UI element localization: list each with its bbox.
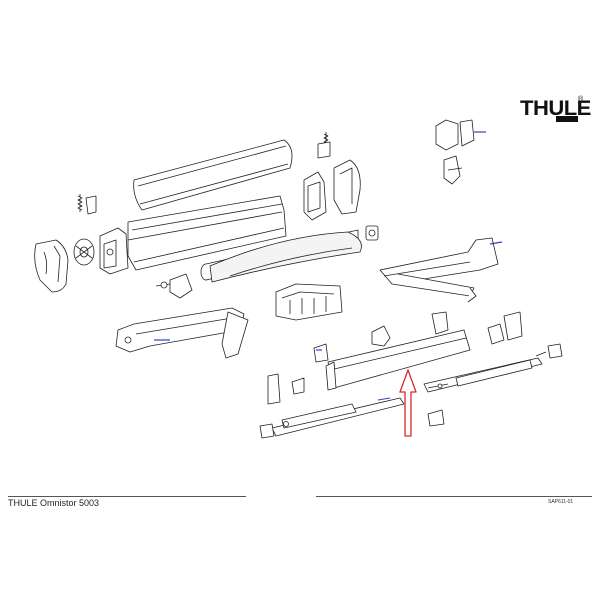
arm-right	[379, 237, 503, 303]
bracket-top-right	[435, 119, 486, 185]
end-cap-left	[34, 239, 69, 293]
indicator-arrow	[399, 369, 417, 437]
bracket-left	[99, 227, 129, 275]
rear-profile	[127, 195, 287, 271]
foot-left	[259, 373, 305, 439]
mounting-rail-bracket	[275, 283, 343, 321]
front-end-cap	[155, 273, 193, 299]
brand-tagline-bar	[556, 116, 578, 122]
spring-unit-center	[303, 132, 331, 221]
footer-rule-right	[316, 496, 592, 497]
front-bar	[313, 329, 471, 391]
spring-rod-left	[77, 194, 97, 215]
fabric	[209, 231, 362, 283]
arm-left	[115, 307, 249, 359]
brand-logo: THULE ®	[520, 96, 591, 126]
registered-mark: ®	[578, 96, 584, 103]
spring-cassette-left	[73, 238, 95, 266]
leg-right	[423, 357, 543, 393]
end-cap-right	[333, 159, 361, 215]
footer-rule-left	[8, 496, 246, 497]
cassette-cover	[133, 139, 293, 211]
foot-right	[427, 343, 563, 427]
brand-name: THULE	[520, 97, 591, 120]
roller-end-plug	[365, 225, 379, 241]
arm-support-clips	[371, 311, 523, 347]
drawing-code: SAP611-01	[548, 499, 574, 505]
product-title: THULE Omnistor 5003	[8, 498, 100, 508]
leg-left	[271, 397, 405, 437]
